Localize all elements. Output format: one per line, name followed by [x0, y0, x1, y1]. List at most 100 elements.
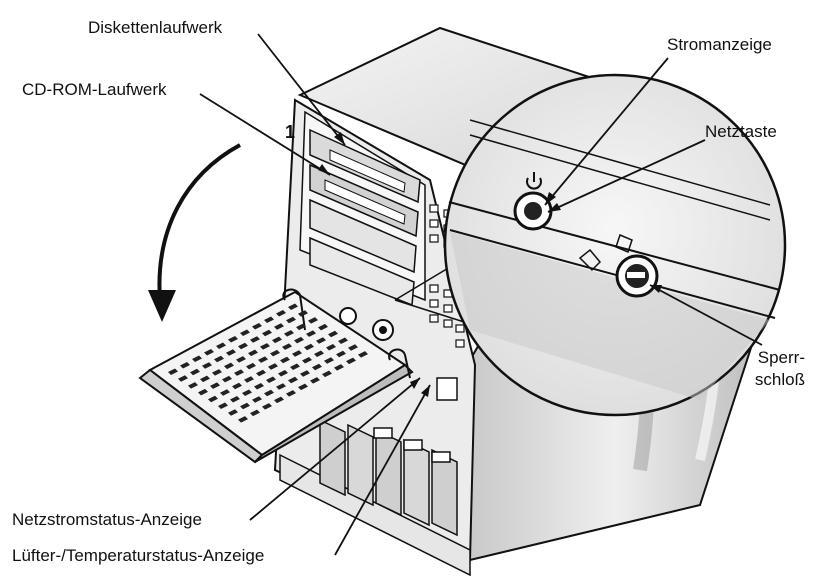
- zoom-inset: [394, 73, 787, 417]
- empty-bay: [309, 198, 417, 274]
- vent-slot: [188, 382, 198, 389]
- vent-slot: [216, 342, 226, 349]
- vent-slot: [274, 323, 284, 330]
- vent-slot: [278, 370, 288, 377]
- opened-bezel-door: [138, 288, 414, 464]
- vent-slot: [274, 396, 284, 404]
- vent-slot: [224, 362, 234, 370]
- vent-slot: [208, 395, 218, 403]
- vent-slot: [348, 344, 358, 351]
- vent-slot: [268, 363, 278, 370]
- vent-slot: [192, 355, 202, 362]
- vent-slot: [310, 377, 320, 384]
- vent-slot: [250, 336, 260, 343]
- vent-slot: [300, 370, 310, 377]
- vent-slot: [262, 403, 272, 410]
- floppy-slot: [329, 149, 406, 193]
- vent-slot: [204, 349, 214, 356]
- vent-slot: [272, 336, 282, 344]
- vent-slot: [266, 376, 276, 383]
- unlock-icon: [578, 248, 602, 272]
- vent-slot: [306, 330, 316, 337]
- vent-slot: [276, 310, 286, 317]
- door-hinge: [282, 288, 306, 331]
- leader-floppy: [257, 33, 346, 146]
- front-lock-keyhole: [379, 326, 387, 334]
- leader-arrowheads: [318, 132, 662, 397]
- label-bay-number: 1: [285, 122, 296, 142]
- vent-slot: [270, 349, 280, 357]
- vent-slot: [280, 356, 290, 364]
- vent-slot: [304, 343, 314, 351]
- vent-slot: [334, 364, 344, 371]
- vent-slot: [298, 310, 308, 317]
- vent-slot: [288, 303, 298, 310]
- vent-slot: [312, 363, 322, 371]
- vent-slot: [202, 362, 212, 369]
- label-fan-temp-status: Lüfter-/Temperaturstatus-Anzeige: [12, 546, 265, 565]
- vent-slot: [200, 375, 210, 383]
- vent-slot: [264, 389, 274, 397]
- vent-slot: [226, 349, 236, 356]
- vent-slot: [230, 396, 240, 403]
- vent-slot: [302, 357, 312, 364]
- vent-slot: [232, 382, 242, 390]
- vent-slot: [294, 336, 304, 344]
- vent-slot: [324, 357, 334, 364]
- label-cdrom-drive: CD-ROM-Laufwerk: [22, 80, 167, 99]
- vent-slot: [308, 317, 318, 324]
- vent-slot: [254, 383, 264, 390]
- cdrom-tray: [324, 179, 406, 225]
- door-hinge: [388, 348, 411, 379]
- power-symbol-icon: [526, 172, 542, 190]
- vent-slot: [198, 388, 208, 396]
- vent-slot: [276, 383, 286, 390]
- label-lock-line2: schloß: [754, 370, 805, 389]
- vent-slot: [212, 369, 222, 376]
- front-power-button: [339, 307, 357, 325]
- vent-slot: [218, 402, 228, 409]
- leader-lines: [199, 33, 763, 556]
- front-led-grid: [429, 204, 465, 348]
- vent-slot: [322, 370, 332, 378]
- label-power-indicator: Stromanzeige: [667, 35, 772, 54]
- vent-slot: [284, 330, 294, 337]
- label-lock-line1: Sperr-: [757, 348, 805, 367]
- hard-drive-bays: [279, 377, 471, 577]
- vent-slot: [228, 409, 238, 416]
- leader-psu-status: [249, 377, 421, 521]
- status-led-panel: [436, 377, 458, 401]
- vent-slot: [316, 337, 326, 344]
- open-door-arrow: [148, 143, 241, 322]
- vent-slot: [318, 323, 328, 331]
- vent-slot: [168, 368, 178, 375]
- lock-icon: [615, 233, 633, 254]
- leader-fan-status: [334, 384, 431, 556]
- vent-slot: [286, 316, 296, 324]
- vent-slot: [222, 375, 232, 383]
- label-psu-status: Netzstromstatus-Anzeige: [12, 510, 202, 529]
- vent-slot: [262, 329, 272, 337]
- leader-lock: [649, 284, 763, 346]
- front-controls: [339, 307, 394, 341]
- leader-power-button: [547, 139, 706, 213]
- zoom-power-indicator: [524, 202, 542, 220]
- vent-slot: [290, 363, 300, 370]
- vent-slot: [252, 396, 262, 403]
- vent-slot: [326, 344, 336, 351]
- vent-slot: [242, 389, 252, 396]
- vent-slot: [246, 362, 256, 370]
- vent-slot: [328, 330, 338, 338]
- vent-slot: [258, 356, 268, 363]
- vent-slot: [264, 316, 274, 323]
- vent-slot: [238, 342, 248, 350]
- vent-slot: [180, 362, 190, 369]
- vent-slot: [210, 382, 220, 389]
- label-power-button: Netztaste: [705, 122, 777, 141]
- vent-slot: [260, 343, 270, 350]
- vent-slot: [314, 350, 324, 357]
- door-vent-grid: [168, 303, 368, 423]
- vent-slot: [228, 336, 238, 343]
- label-floppy-drive: Diskettenlaufwerk: [88, 18, 223, 37]
